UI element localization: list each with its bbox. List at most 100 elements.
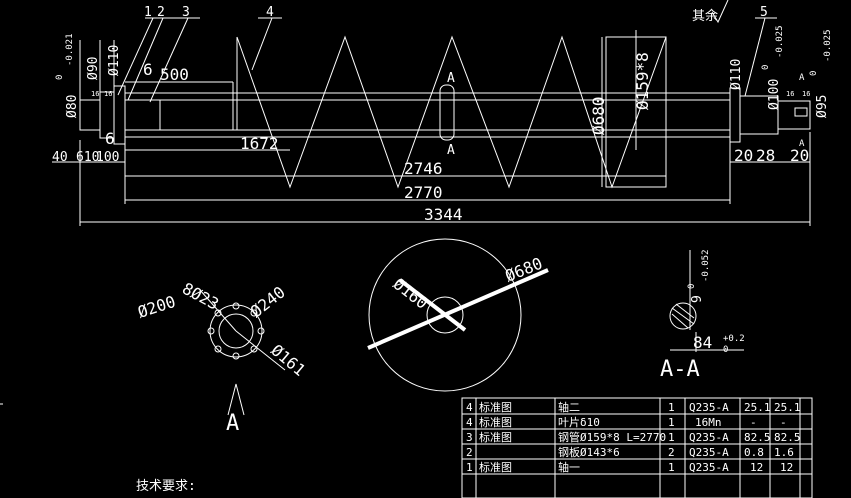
leader-label-2: 2 <box>157 5 165 20</box>
bom-cell: 1 <box>668 431 675 444</box>
flange-leader-161 <box>235 330 286 371</box>
flange-leader-holes <box>199 289 237 332</box>
bom-cell: Q235-A <box>689 446 729 459</box>
flange-hole-5 <box>232 352 240 360</box>
bom-cell: 12 <box>780 461 793 474</box>
bom-cell: 4 <box>466 416 473 429</box>
leader-4 <box>251 17 273 71</box>
bom-cell: 3 <box>466 431 473 444</box>
bom-cell: Q235-A <box>689 401 729 414</box>
flange-phi200: Ø200 <box>135 292 178 322</box>
bom-cell: 2 <box>466 446 473 459</box>
section-circle <box>669 302 697 330</box>
bom-cell: 钢管Ø159*8 L=2770 <box>558 430 666 444</box>
flange-hole-2 <box>250 309 258 317</box>
flange-inner <box>218 313 254 349</box>
right-phi100: Ø100 <box>767 79 782 110</box>
dimension-lines <box>52 0 811 226</box>
leader-3 <box>149 17 189 103</box>
bom-cell: 12 <box>750 461 763 474</box>
tech-requirements: 技术要求: <box>136 479 196 494</box>
left-len100: 100 <box>96 150 119 165</box>
right-phi95: Ø95 <box>815 95 830 118</box>
left-stub-1 <box>79 99 101 131</box>
section-title: A-A <box>660 357 700 382</box>
leader-label-5: 5 <box>760 5 768 20</box>
right-d20a: 20 <box>734 146 753 165</box>
flange-hole-1 <box>232 302 240 310</box>
disc-leader-680 <box>367 268 549 350</box>
section-tol-bot: -0.052 <box>701 249 711 282</box>
bom-cell: 4 <box>466 401 473 414</box>
bom-cell: 82.5 <box>744 431 771 444</box>
section-hatch-3 <box>671 313 689 329</box>
disc-phi160: Ø160 <box>390 274 432 313</box>
leader-5 <box>744 17 766 97</box>
bom-cell: Q235-A <box>689 431 729 444</box>
left-phi90: Ø90 <box>86 57 101 80</box>
right-mark-a-top: A <box>799 73 805 83</box>
bom-cell: 25.1 <box>744 401 771 414</box>
right-stub-3 <box>777 100 811 130</box>
bom-cell: 标准图 <box>479 460 512 474</box>
main-view-text: 1 2 3 4 5 其余 Ø80 0 -0.021 Ø90 Ø110 16 16… <box>52 5 833 224</box>
bom-cell: 25.1 <box>774 401 801 414</box>
bom-cell: 1 <box>668 416 675 429</box>
flange-view: 8Ø23 Ø200 Ø240 Ø161 A <box>135 279 309 436</box>
right-phi110: Ø110 <box>729 59 744 90</box>
bom-cell: 1 <box>668 401 675 414</box>
disc-outer <box>368 238 522 392</box>
disc-view: Ø160 Ø680 <box>367 238 549 392</box>
flange-hole-7 <box>207 327 215 335</box>
flange-hole-3 <box>257 327 265 335</box>
disc-inner <box>426 296 464 334</box>
section-hatch-2 <box>675 303 695 319</box>
phi680-main: Ø680 <box>589 96 608 135</box>
left-phi80: Ø80 <box>65 95 80 118</box>
bom-cell: 轴一 <box>558 460 580 474</box>
keyway-right <box>794 107 808 117</box>
bom-cell: 钢板Ø143*6 <box>558 445 620 459</box>
leader-label-1: 1 <box>144 5 152 20</box>
section-mark-top: A <box>447 71 455 86</box>
bom-cell: 叶片δ10 <box>558 416 600 429</box>
bom-cell: 1 <box>466 461 473 474</box>
flange-phi161: Ø161 <box>267 341 309 380</box>
section-tol-top: 0 <box>687 284 697 289</box>
bom-cell: 标准图 <box>479 415 512 429</box>
shaft-assembly <box>79 35 811 189</box>
dim-1672: 1672 <box>240 134 279 153</box>
left-len16a: 16 <box>91 90 99 98</box>
flange-hole-6 <box>214 345 222 353</box>
bom-cell: 16Mn <box>695 416 722 429</box>
bom-cell: 轴二 <box>558 400 580 414</box>
left-phi80-tol: 0 <box>55 75 65 80</box>
dim-3344: 3344 <box>424 205 463 224</box>
flange-outer <box>209 304 263 358</box>
section-phi: 9 <box>690 295 705 303</box>
right-d28: 28 <box>756 146 775 165</box>
right-len16a: 16 <box>786 90 794 98</box>
bom-cell: Q235-A <box>689 461 729 474</box>
dim-2770: 2770 <box>404 183 443 202</box>
flange-arrow-label: A <box>226 411 239 436</box>
left-len6-bot: 6 <box>105 129 115 148</box>
bom-table: 4 标准图 轴二 1 Q235-A 25.1 25.1 4 标准图 叶片δ10 … <box>461 397 813 498</box>
roughness-note: 其余 <box>692 8 718 24</box>
bom-cell: 标准图 <box>479 430 512 444</box>
left-len610: 610 <box>76 150 99 165</box>
right-mark-a-bot: A <box>799 139 805 149</box>
bom-cell: 1.6 <box>774 446 794 459</box>
bom-cell: - <box>750 416 757 429</box>
screw-flight-outline <box>236 35 667 189</box>
left-phi80-tol2: -0.021 <box>65 33 75 66</box>
dim-2746: 2746 <box>404 159 443 178</box>
flange-view-arrow <box>227 383 245 416</box>
bom-cell: 1 <box>668 461 675 474</box>
left-stub-3 <box>113 85 126 145</box>
bom-cell: 82.5 <box>774 431 801 444</box>
roughness-symbol <box>711 0 729 24</box>
flange-holes: 8Ø23 <box>179 279 222 314</box>
left-len40: 40 <box>52 150 68 165</box>
